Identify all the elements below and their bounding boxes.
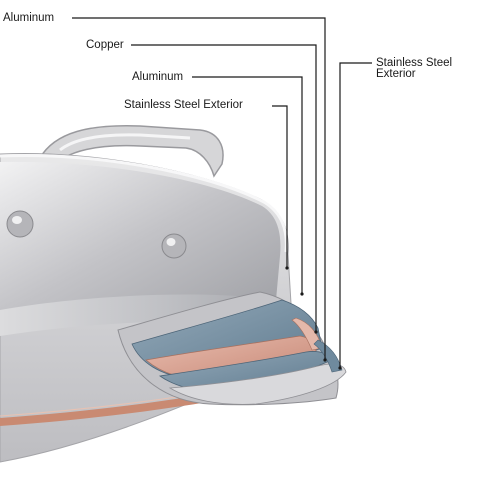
leader-line-aluminum-inner xyxy=(192,76,303,294)
layer-cutaway xyxy=(117,291,347,406)
leader-line-aluminum-outer xyxy=(72,17,326,360)
leader-line-copper xyxy=(131,44,317,332)
label-stainless-interior: Stainless Steel Exterior xyxy=(124,99,243,111)
leader-line-stainless-interior xyxy=(272,105,288,268)
label-aluminum-inner: Aluminum xyxy=(132,71,184,83)
copper-base-band xyxy=(0,378,292,426)
pan-handle xyxy=(39,124,224,178)
layer-stainless-interior xyxy=(168,363,347,405)
leader-lines xyxy=(72,17,372,368)
label-stainless-exterior: Stainless Steel Exterior xyxy=(376,57,453,80)
label-copper: Copper xyxy=(86,39,124,51)
label-aluminum-outer: Aluminum xyxy=(3,12,55,24)
leader-line-stainless-exterior xyxy=(339,62,372,368)
pan-inner-wall xyxy=(0,161,281,314)
pan-rim xyxy=(0,154,288,253)
rivet-icon xyxy=(161,233,187,259)
rivet-icon xyxy=(6,210,34,238)
